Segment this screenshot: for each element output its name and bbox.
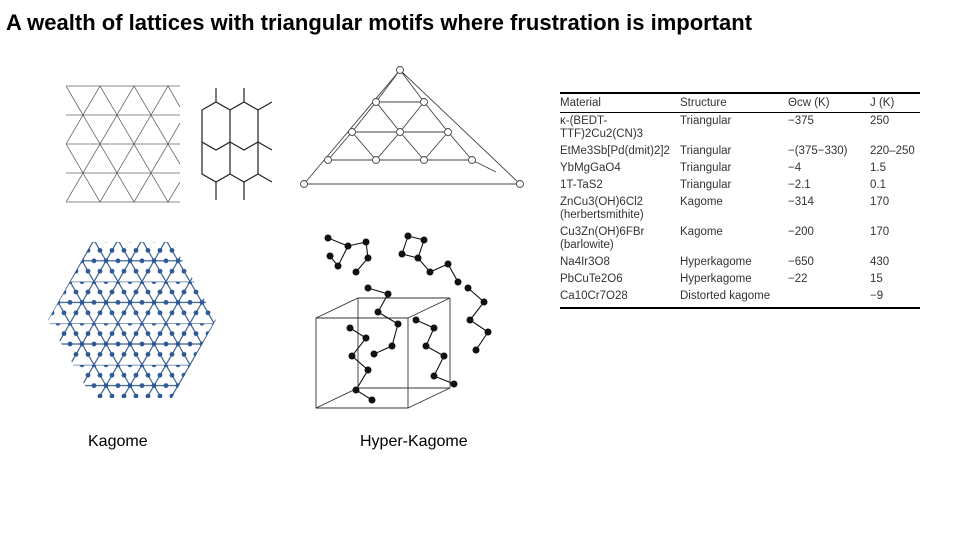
materials-table: Material Structure Θcw (K) J (K) κ-(BEDT… xyxy=(560,92,920,309)
header-theta-cw: Θcw (K) xyxy=(788,92,870,113)
cell-material: 1T-TaS2 xyxy=(560,179,603,191)
cell-structure: Hyperkagome xyxy=(680,256,752,268)
cell-material: Cu3Zn(OH)6FBr (barlowite) xyxy=(560,226,645,251)
table-row: 1T-TaS2 Triangular −2.1 0.1 xyxy=(560,177,920,194)
kagome-lattice-figure xyxy=(48,242,216,398)
cell-j: 170 xyxy=(870,196,890,208)
cell-j: 0.1 xyxy=(870,179,886,191)
cell-structure: Triangular xyxy=(680,179,732,191)
honeycomb-lattice-figure xyxy=(201,88,273,200)
cell-j: 220–250 xyxy=(870,145,915,157)
cell-structure: Triangular xyxy=(680,115,732,127)
cell-material: PbCuTe2O6 xyxy=(560,273,623,285)
cell-theta-cw: −375 xyxy=(788,115,814,127)
table-row: YbMgGaO4 Triangular −4 1.5 xyxy=(560,160,920,177)
cell-structure: Kagome xyxy=(680,226,723,238)
hyper-kagome-lattice-figure xyxy=(315,232,492,409)
cell-material: ZnCu3(OH)6Cl2 (herbertsmithite) xyxy=(560,196,644,221)
cell-theta-cw xyxy=(788,288,870,309)
table-row: PbCuTe2O6 Hyperkagome −22 15 xyxy=(560,271,920,288)
cell-j: 430 xyxy=(870,256,890,268)
cell-material: YbMgGaO4 xyxy=(560,162,621,174)
cell-structure: Distorted kagome xyxy=(680,288,788,309)
cell-material: Ca10Cr7O28 xyxy=(560,288,680,309)
kagome-caption: Kagome xyxy=(88,433,148,450)
table-row: Cu3Zn(OH)6FBr (barlowite) Kagome −200 170 xyxy=(560,224,920,254)
cell-structure: Kagome xyxy=(680,196,723,208)
cell-j: 1.5 xyxy=(870,162,886,174)
table-row: κ-(BEDT-TTF)2Cu2(CN)3 Triangular −375 250 xyxy=(560,113,920,144)
cell-structure: Triangular xyxy=(680,145,732,157)
table-header-row: Material Structure Θcw (K) J (K) xyxy=(560,92,920,113)
cell-j: −9 xyxy=(870,288,920,309)
cell-structure: Hyperkagome xyxy=(680,273,752,285)
header-j: J (K) xyxy=(870,92,920,113)
table-row: ZnCu3(OH)6Cl2 (herbertsmithite) Kagome −31… xyxy=(560,194,920,224)
cell-theta-cw: −200 xyxy=(788,226,814,238)
triangular-lattice-figure xyxy=(66,85,181,203)
cell-j: 170 xyxy=(870,226,890,238)
cell-theta-cw: −650 xyxy=(788,256,814,268)
cell-material: EtMe3Sb[Pd(dmit)2]2 xyxy=(560,145,670,157)
cell-j: 15 xyxy=(870,273,883,285)
table-row: Na4Ir3O8 Hyperkagome −650 430 xyxy=(560,254,920,271)
cell-theta-cw: −22 xyxy=(788,273,808,285)
header-material: Material xyxy=(560,92,680,113)
cell-j: 250 xyxy=(870,115,890,127)
cell-theta-cw: −314 xyxy=(788,196,814,208)
hyper-kagome-caption: Hyper-Kagome xyxy=(360,433,468,450)
cell-structure: Triangular xyxy=(680,162,732,174)
cell-material: Na4Ir3O8 xyxy=(560,256,610,268)
cell-theta-cw: −(375−330) xyxy=(788,145,848,157)
header-structure: Structure xyxy=(680,92,788,113)
cell-material: κ-(BEDT-TTF)2Cu2(CN)3 xyxy=(560,115,644,140)
frustrated-triangle-network-figure xyxy=(300,66,524,188)
slide-title: A wealth of lattices with triangular mot… xyxy=(6,10,753,35)
table-row: EtMe3Sb[Pd(dmit)2]2 Triangular −(375−330) 2… xyxy=(560,143,920,160)
cell-theta-cw: −4 xyxy=(788,162,802,174)
cell-theta-cw: −2.1 xyxy=(788,179,811,191)
